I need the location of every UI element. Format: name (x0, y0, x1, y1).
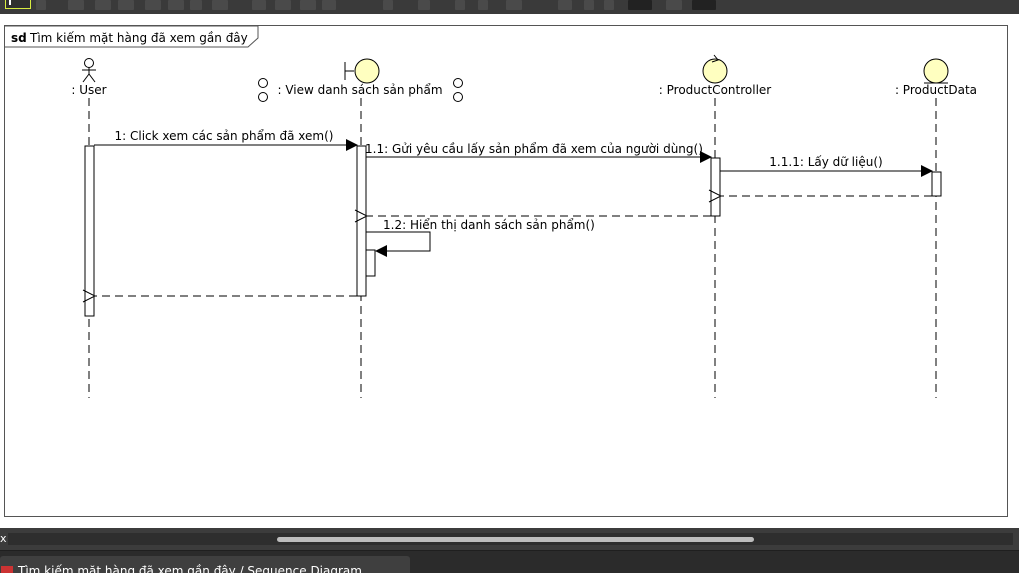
toolbar (0, 0, 1019, 14)
toolbar-tool-button[interactable] (604, 0, 614, 10)
entity-icon[interactable] (923, 58, 949, 84)
toolbar-tool-button[interactable] (455, 0, 465, 10)
toolbar-tool-button[interactable] (36, 0, 46, 10)
lifeline-label-controller: : ProductController (659, 83, 772, 97)
pointer-icon (9, 0, 15, 5)
toolbar-tool-button[interactable] (68, 0, 84, 10)
close-icon[interactable]: x (0, 532, 7, 545)
scrollbar-thumb[interactable] (277, 537, 754, 542)
sequence-diagram: sd Tìm kiếm mặt hàng đã xem gần đây : Us… (5, 25, 977, 398)
activation-bar-data[interactable] (931, 171, 942, 197)
toolbar-tool-button[interactable] (558, 0, 572, 10)
interaction-frame[interactable] (4, 25, 1008, 517)
toolbar-tool-button[interactable] (692, 0, 716, 10)
editor-tab[interactable]: Tìm kiếm mặt hàng đã xem gần đây / Seque… (0, 556, 410, 573)
activation-bar-view-self[interactable] (365, 249, 376, 277)
message-arrow-1-2[interactable] (366, 231, 431, 257)
toolbar-tool-button[interactable] (584, 0, 594, 10)
toolbar-tool-button[interactable] (478, 0, 488, 10)
boundary-icon[interactable] (344, 58, 380, 84)
toolbar-tool-button[interactable] (666, 0, 682, 10)
activation-bar-view[interactable] (356, 145, 367, 297)
message-label-1-2: 1.2: Hiển thị danh sách sản phẩm() (383, 218, 595, 232)
select-tool-button[interactable] (5, 0, 31, 9)
lifeline-label-user: : User (71, 83, 106, 97)
lifeline-label-view: : View danh sách sản phẩm (277, 83, 442, 97)
activation-bar-controller[interactable] (710, 157, 721, 217)
toolbar-tool-button[interactable] (212, 0, 228, 10)
toolbar-tool-button[interactable] (628, 0, 652, 10)
toolbar-tool-button[interactable] (190, 0, 202, 10)
lifeline-label-data: : ProductData (895, 83, 977, 97)
toolbar-tool-button[interactable] (168, 0, 184, 10)
toolbar-tool-button[interactable] (322, 0, 336, 10)
canvas-top-margin (0, 14, 1019, 20)
editor-tab-bar: Tìm kiếm mặt hàng đã xem gần đây / Seque… (0, 550, 1019, 573)
selection-handle[interactable] (258, 78, 463, 102)
message-label-1-1: 1.1: Gửi yêu cầu lấy sản phẩm đã xem của… (365, 142, 703, 156)
activation-bar-user[interactable] (84, 145, 95, 317)
toolbar-tool-button[interactable] (95, 0, 111, 10)
diagram-canvas[interactable]: sd Tìm kiếm mặt hàng đã xem gần đây : Us… (0, 20, 1019, 528)
frame-title-tab (5, 25, 259, 48)
editor-tab-label: Tìm kiếm mặt hàng đã xem gần đây / Seque… (18, 564, 362, 573)
toolbar-tool-button[interactable] (275, 0, 291, 10)
frame-keyword: sd (11, 31, 27, 45)
message-label-1: 1: Click xem các sản phẩm đã xem() (115, 129, 334, 143)
toolbar-tool-button[interactable] (300, 0, 316, 10)
toolbar-tool-button[interactable] (418, 0, 430, 10)
toolbar-tool-button[interactable] (506, 0, 522, 10)
toolbar-tool-button[interactable] (145, 0, 161, 10)
toolbar-tool-button[interactable] (383, 0, 393, 10)
sequence-diagram-icon (1, 566, 13, 573)
actor-icon[interactable] (82, 58, 96, 83)
frame-title: Tìm kiếm mặt hàng đã xem gần đây (29, 31, 248, 45)
message-label-1-1-1: 1.1.1: Lấy dữ liệu() (769, 155, 882, 169)
toolbar-tool-button[interactable] (252, 0, 266, 10)
control-icon[interactable] (702, 54, 728, 84)
horizontal-scrollbar[interactable]: x (0, 528, 1019, 550)
toolbar-tool-button[interactable] (118, 0, 134, 10)
